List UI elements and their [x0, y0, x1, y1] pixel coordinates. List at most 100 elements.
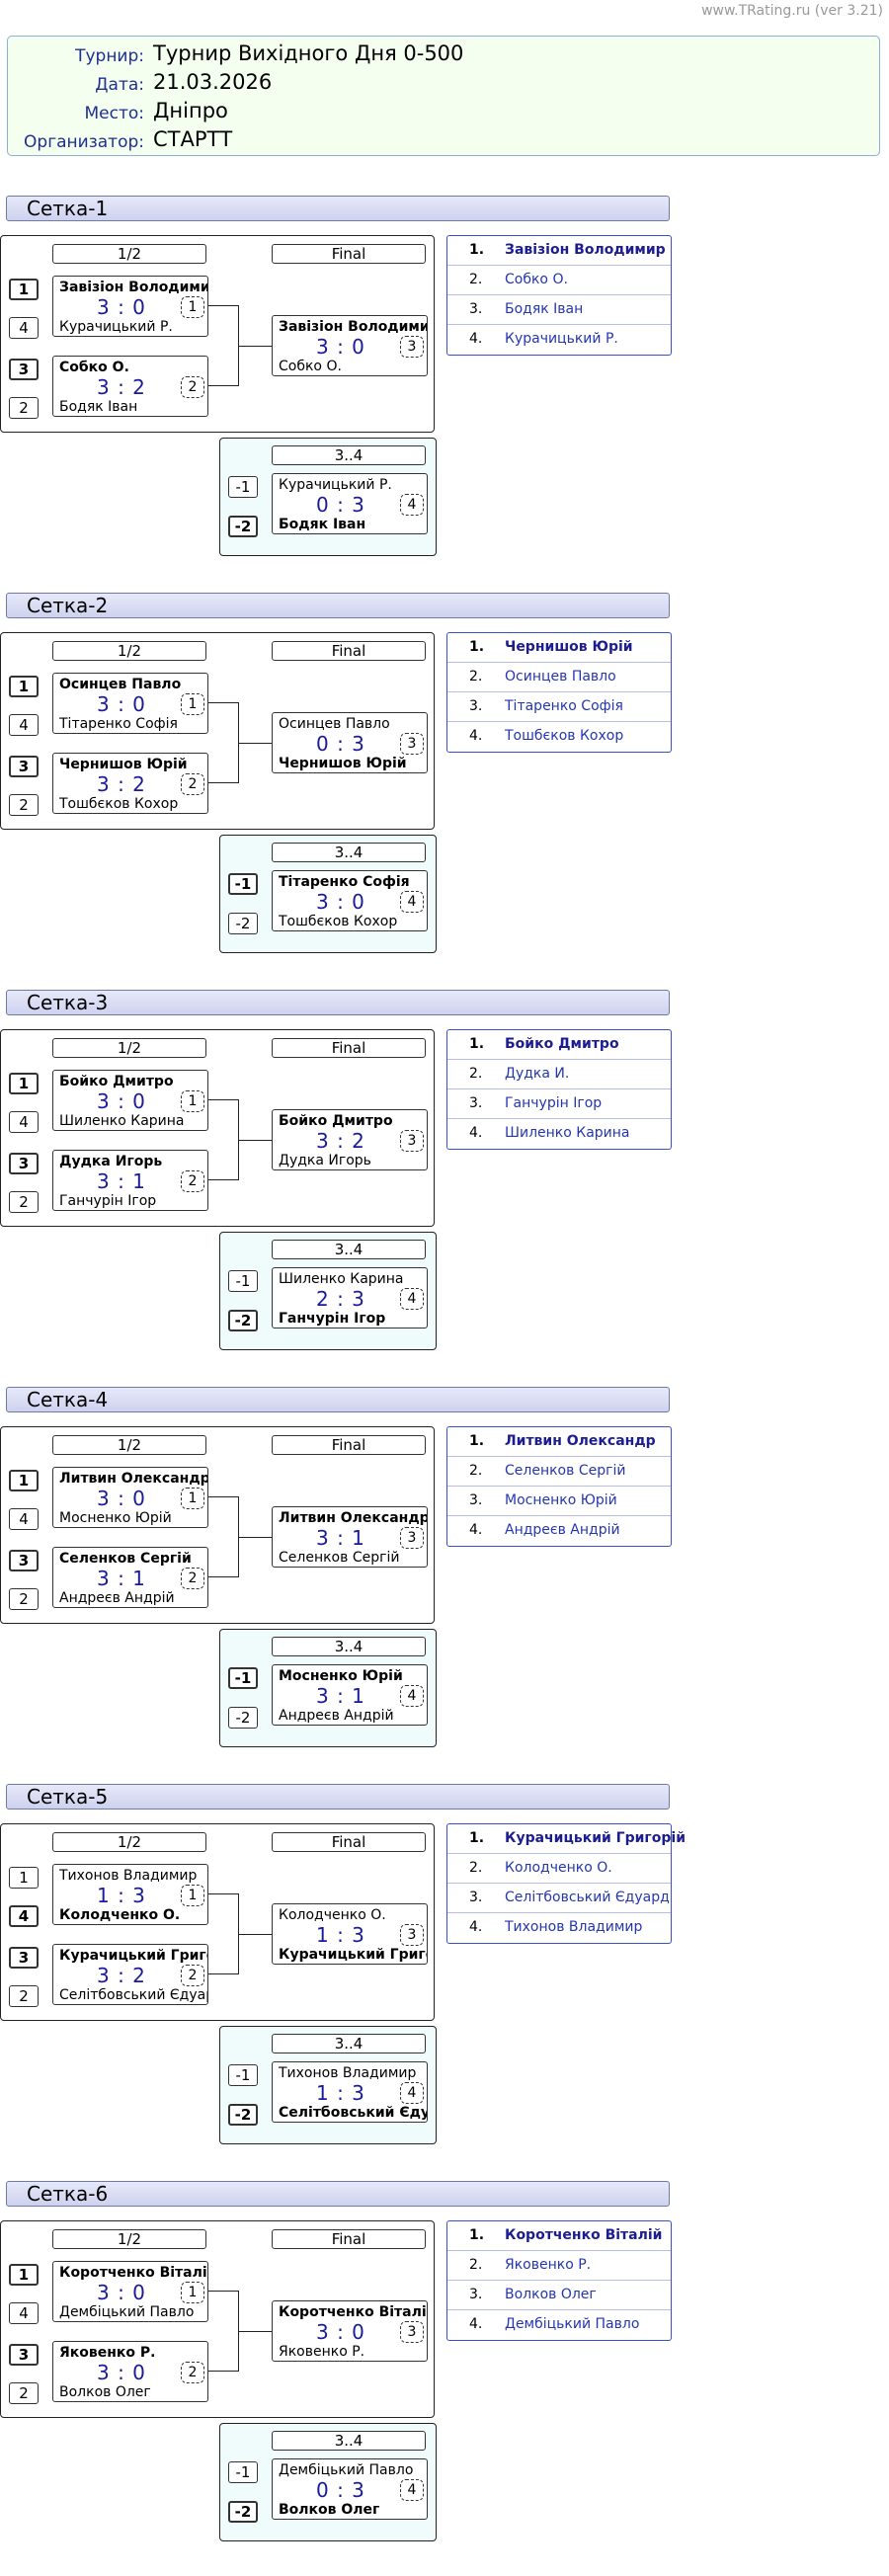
standing-row[interactable]: 4. Тошбєков Кохор	[447, 722, 671, 751]
standing-row[interactable]: 4. Курачицький Р.	[447, 325, 671, 354]
player-name: Осинцев Павло	[59, 677, 182, 692]
final-match[interactable]: Завізіон Володимир 3 : 0 3 Собко О.	[272, 315, 428, 376]
third-place-bracket: 3..4 -1 -2 Тихонов Владимир 1 : 3 4 Селі…	[219, 2026, 437, 2144]
standing-row[interactable]: 4. Тихонов Владимир	[447, 1913, 671, 1942]
standing-name: Ганчурін Ігор	[505, 1095, 603, 1111]
third-place-match[interactable]: Дембіцький Павло 0 : 3 4 Волков Олег	[272, 2458, 428, 2520]
player-name: Мосненко Юрій	[279, 1668, 403, 1684]
standing-place: 1.	[469, 242, 485, 258]
round-label-semi: 1/2	[52, 1038, 206, 1058]
standing-row[interactable]: 3. Мосненко Юрій	[447, 1487, 671, 1516]
section-title: Сетка-3	[6, 990, 670, 1015]
standing-row[interactable]: 3. Волков Олег	[447, 2281, 671, 2310]
player-name: Дудка Игорь	[59, 1154, 163, 1169]
standing-row[interactable]: 1. Коротченко Віталій	[447, 2221, 671, 2251]
final-match[interactable]: Колодченко О. 1 : 3 3 Курачицький Григор…	[272, 1903, 428, 1965]
semifinal-match-2[interactable]: Курачицький Григорій 3 : 2 2 Селітбовськ…	[52, 1944, 208, 2005]
round-label-semi: 1/2	[52, 2229, 206, 2249]
standing-row[interactable]: 3. Ганчурін Ігор	[447, 1089, 671, 1119]
info-value: Турнир Вихідного Дня 0-500	[153, 41, 464, 65]
standing-row[interactable]: 2. Дудка И.	[447, 1060, 671, 1089]
standing-row[interactable]: 1. Завізіон Володимир	[447, 236, 671, 266]
standing-row[interactable]: 1. Бойко Дмитро	[447, 1030, 671, 1060]
semifinal-match-2[interactable]: Дудка Игорь 3 : 1 2 Ганчурін Ігор	[52, 1150, 208, 1211]
bracket-line	[208, 305, 238, 306]
standing-row[interactable]: 1. Курачицький Григорій	[447, 1824, 686, 1854]
semifinal-match-2[interactable]: Собко О. 3 : 2 2 Бодяк Іван	[52, 356, 208, 417]
info-value: СТАРТТ	[153, 127, 233, 151]
third-place-match[interactable]: Мосненко Юрій 3 : 1 4 Андреєв Андрій	[272, 1664, 428, 1726]
player-name: Волков Олег	[279, 2502, 380, 2518]
match-score: 3 : 1	[97, 1169, 146, 1193]
standing-row[interactable]: 4. Дембіцький Павло	[447, 2310, 671, 2339]
match-score: 3 : 0	[316, 890, 365, 914]
info-label: Организатор:	[24, 132, 144, 152]
standing-row[interactable]: 4. Шиленко Карина	[447, 1119, 671, 1148]
semifinal-match-2[interactable]: Селенков Сергій 3 : 1 2 Андреєв Андрій	[52, 1547, 208, 1608]
semifinal-match-1[interactable]: Осинцев Павло 3 : 0 1 Тітаренко Софія	[52, 673, 208, 734]
semifinal-match-2[interactable]: Яковенко Р. 3 : 0 2 Волков Олег	[52, 2341, 208, 2402]
standing-row[interactable]: 2. Осинцев Павло	[447, 663, 671, 692]
final-match[interactable]: Бойко Дмитро 3 : 2 3 Дудка Игорь	[272, 1109, 428, 1170]
standing-row[interactable]: 1. Чернишов Юрій	[447, 633, 671, 663]
match-score: 3 : 0	[97, 2281, 146, 2304]
standing-place: 4.	[469, 1919, 483, 1935]
seed-label: 3	[9, 1153, 39, 1174]
third-place-match[interactable]: Курачицький Р. 0 : 3 4 Бодяк Іван	[272, 473, 428, 534]
standing-row[interactable]: 2. Собко О.	[447, 266, 671, 295]
third-place-match[interactable]: Тихонов Владимир 1 : 3 4 Селітбовський Є…	[272, 2061, 428, 2123]
seed-label: 1	[9, 2264, 39, 2286]
match-score: 3 : 2	[97, 772, 146, 796]
standing-row[interactable]: 3. Селітбовський Єдуард	[447, 1884, 671, 1913]
standing-name: Тітаренко Софія	[505, 698, 623, 714]
standing-row[interactable]: 3. Бодяк Іван	[447, 295, 671, 325]
match-number: 2	[181, 773, 204, 795]
final-standings: 1. Коротченко Віталій 2. Яковенко Р. 3. …	[446, 2220, 672, 2341]
match-score: 3 : 2	[97, 1964, 146, 1987]
final-match[interactable]: Осинцев Павло 0 : 3 3 Чернишов Юрій	[272, 712, 428, 773]
match-number: 1	[181, 693, 204, 715]
semifinal-match-1[interactable]: Бойко Дмитро 3 : 0 1 Шиленко Карина	[52, 1070, 208, 1131]
player-name: Бойко Дмитро	[59, 1074, 174, 1089]
player-name: Тошбєков Кохор	[279, 914, 398, 929]
player-name: Чернишов Юрій	[279, 756, 407, 771]
semifinal-match-1[interactable]: Тихонов Владимир 1 : 3 1 Колодченко О.	[52, 1864, 208, 1925]
third-place-match[interactable]: Тітаренко Софія 3 : 0 4 Тошбєков Кохор	[272, 870, 428, 931]
semifinal-match-1[interactable]: Завізіон Володимир 3 : 0 1 Курачицький Р…	[52, 276, 208, 337]
semifinal-match-1[interactable]: Коротченко Віталій 3 : 0 1 Дембіцький Па…	[52, 2261, 208, 2322]
standing-row[interactable]: 1. Литвин Олександр	[447, 1427, 671, 1457]
match-number: 3	[400, 733, 424, 755]
standing-place: 1.	[469, 1830, 485, 1846]
standing-name: Коротченко Віталій	[505, 2227, 663, 2243]
standing-row[interactable]: 2. Селенков Сергій	[447, 1457, 671, 1487]
player-name: Курачицький Р.	[279, 477, 392, 493]
bracket-grid: 1/2 Final 1 4 Тихонов Владимир 1 : 3 1 К…	[0, 1823, 435, 2021]
match-score: 1 : 3	[316, 1923, 365, 1947]
seed-label: 1	[9, 279, 39, 300]
bracket-grid: 1/2 Final 1 4 Литвин Олександр 3 : 0 1 М…	[0, 1426, 435, 1624]
semifinal-match-2[interactable]: Чернишов Юрій 3 : 2 2 Тошбєков Кохор	[52, 753, 208, 814]
bracket-line	[208, 1496, 238, 1497]
semifinal-match-1[interactable]: Литвин Олександр 3 : 0 1 Мосненко Юрій	[52, 1467, 208, 1528]
standing-row[interactable]: 3. Тітаренко Софія	[447, 692, 671, 722]
final-match[interactable]: Литвин Олександр 3 : 1 3 Селенков Сергій	[272, 1506, 428, 1568]
bracket-section: Сетка-5 1/2 Final 1 4 Тихонов Владимир 1…	[0, 1784, 889, 2179]
bracket-line	[238, 1537, 272, 1538]
standing-name: Селітбовський Єдуард	[505, 1890, 670, 1905]
seed-label: -1	[228, 2064, 258, 2086]
version-label[interactable]: www.TRating.ru (ver 3.21)	[701, 3, 883, 19]
match-score: 3 : 0	[97, 1487, 146, 1510]
bracket-line	[208, 1179, 238, 1180]
player-name: Завізіон Володимир	[59, 280, 207, 295]
player-name: Андреєв Андрій	[279, 1708, 394, 1724]
round-label-third: 3..4	[272, 2431, 426, 2451]
seed-label: 4	[9, 317, 39, 339]
standing-place: 4.	[469, 1522, 483, 1538]
final-match[interactable]: Коротченко Віталій 3 : 0 3 Яковенко Р.	[272, 2300, 428, 2362]
third-place-match[interactable]: Шиленко Карина 2 : 3 4 Ганчурін Ігор	[272, 1267, 428, 1328]
bracket-line	[238, 743, 272, 744]
standing-row[interactable]: 2. Колодченко О.	[447, 1854, 671, 1884]
standing-name: Литвин Олександр	[505, 1433, 656, 1449]
standing-row[interactable]: 2. Яковенко Р.	[447, 2251, 671, 2281]
standing-row[interactable]: 4. Андреєв Андрій	[447, 1516, 671, 1545]
